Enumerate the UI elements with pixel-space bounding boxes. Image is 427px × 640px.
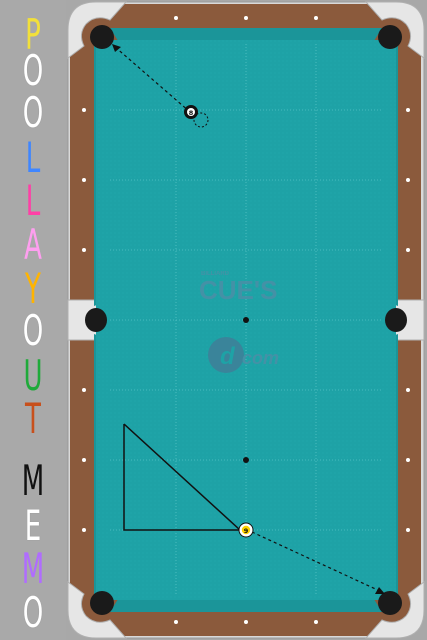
title-letter: U xyxy=(23,351,43,400)
title-letter: M xyxy=(21,544,45,593)
svg-text:BILLIARD: BILLIARD xyxy=(201,271,230,277)
corner-cap-bottom-right xyxy=(364,581,425,639)
watermark-logo: BILLIARD CUE'S d com xyxy=(199,271,279,373)
pocket-middle-left xyxy=(85,308,107,332)
title-letter: E xyxy=(24,501,42,550)
svg-text:d: d xyxy=(220,343,236,370)
svg-text:com: com xyxy=(242,348,279,368)
title-letter: L xyxy=(25,176,41,225)
center-spot xyxy=(243,317,249,323)
corner-cap-top-left xyxy=(67,1,128,59)
title-letter: T xyxy=(25,394,41,443)
title-letter: O xyxy=(22,46,44,95)
corner-cap-bottom-left xyxy=(67,581,128,639)
svg-text:8: 8 xyxy=(189,109,194,117)
angle-triangle xyxy=(123,423,242,531)
pocket-bottom-left xyxy=(90,591,114,615)
title-letter: L xyxy=(25,133,41,182)
corner-cap-top-right xyxy=(364,1,425,59)
title-letter: O xyxy=(22,306,44,355)
title-letter: P xyxy=(25,10,41,59)
rail-diamonds xyxy=(82,16,410,624)
pocket-top-right xyxy=(378,25,402,49)
foot-spot xyxy=(243,457,249,463)
object-ball-8[interactable]: 8 xyxy=(184,105,198,119)
ghost-ball xyxy=(193,112,209,128)
pocket-top-left xyxy=(90,25,114,49)
title-letter: Y xyxy=(25,264,41,313)
pocket-bottom-right xyxy=(378,591,402,615)
shot-path-8-ball xyxy=(113,45,191,113)
shot-arrow-8-ball xyxy=(112,44,121,52)
title-letter: O xyxy=(22,588,44,637)
pocket-middle-right xyxy=(385,308,407,332)
svg-text:9: 9 xyxy=(244,527,249,535)
pool-table[interactable]: BILLIARD CUE'S d com 8 9 xyxy=(66,0,427,640)
title-letter: A xyxy=(24,220,42,269)
svg-text:CUE'S: CUE'S xyxy=(199,275,277,305)
object-ball-9[interactable]: 9 xyxy=(238,522,254,538)
title-letter: M xyxy=(21,456,45,505)
title-letter: O xyxy=(22,88,44,137)
pockets xyxy=(85,25,407,615)
shot-arrow-9-ball xyxy=(375,587,385,594)
